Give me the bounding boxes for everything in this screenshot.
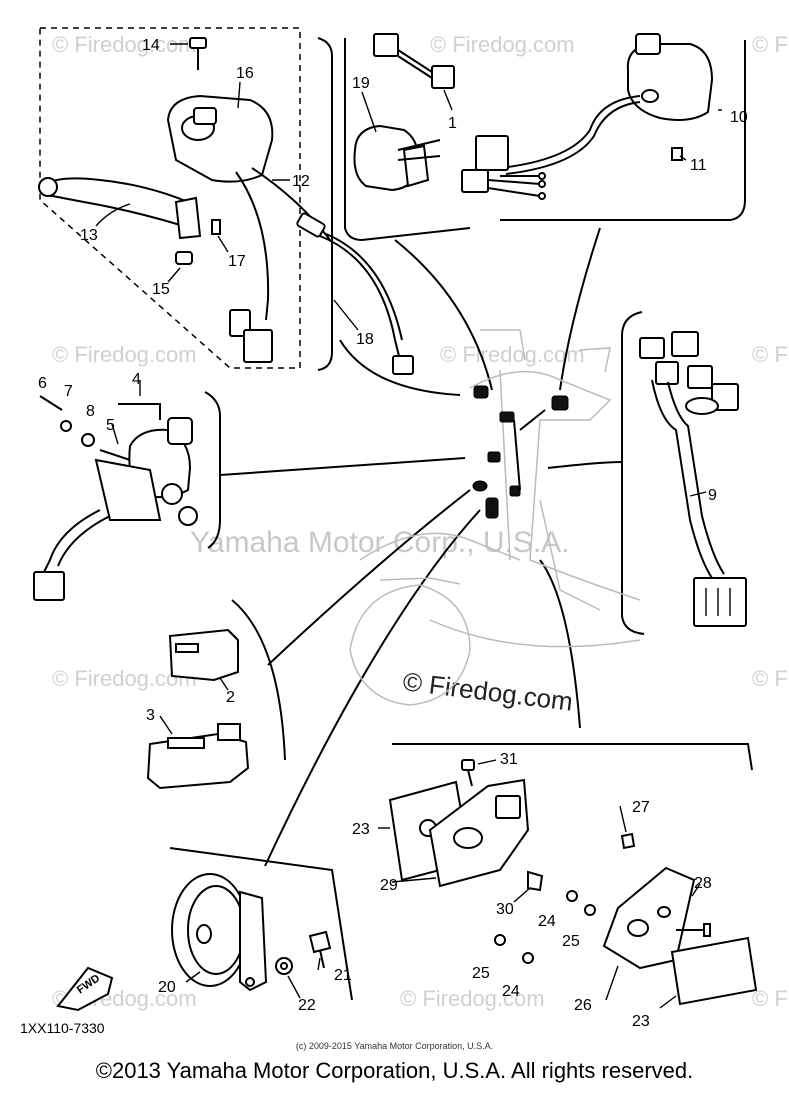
callout-1: 1 (448, 115, 457, 132)
callout-leaders (95, 43, 722, 1009)
watermark: © Firedog.com (430, 32, 575, 57)
callout-25a: 25 (562, 933, 580, 950)
leader-lines (219, 227, 623, 867)
callout-16: 16 (236, 65, 254, 82)
right-handlebar-switch (461, 33, 714, 200)
callout-26: 26 (574, 997, 592, 1014)
callout-4: 4 (132, 371, 141, 388)
callout-20: 20 (158, 979, 176, 996)
watermark: © Firedog.com (752, 666, 789, 691)
scooter-outline (349, 329, 641, 706)
callout-17: 17 (228, 253, 246, 270)
callout-29: 29 (380, 877, 398, 894)
callout-28: 28 (694, 875, 712, 892)
callout-6: 6 (38, 375, 47, 392)
callout-3: 3 (146, 707, 155, 724)
callout-numbers: 14 16 12 13 17 15 18 19 1 10 11 4 6 7 8 … (38, 37, 748, 1030)
watermark: © Firedog.com (752, 342, 789, 367)
watermark: © Firedog.com (440, 342, 585, 367)
wire-lead (296, 212, 414, 375)
fwd-arrow: FWD (56, 966, 114, 1012)
footer-copyright: ©2013 Yamaha Motor Corporation, U.S.A. A… (95, 1058, 694, 1083)
flasher-relay (168, 628, 239, 682)
callout-8: 8 (86, 403, 95, 420)
control-unit (146, 723, 250, 790)
callout-14: 14 (142, 37, 160, 54)
callout-18: 18 (356, 331, 374, 348)
diagram-code: 1XX110-7330 (20, 1020, 105, 1036)
callout-27: 27 (632, 799, 650, 816)
callout-7: 7 (64, 383, 73, 400)
watermark: © Firedog.com (52, 342, 197, 367)
callout-5: 5 (106, 417, 115, 434)
callout-10: 10 (730, 109, 748, 126)
callout-12: 12 (292, 173, 310, 190)
watermark: © Firedog.com (400, 986, 545, 1011)
callout-23b: 23 (632, 1013, 650, 1030)
main-switch (33, 395, 198, 601)
callout-21: 21 (334, 967, 352, 984)
callout-15: 15 (152, 281, 170, 298)
callout-22: 22 (298, 997, 316, 1014)
callout-2: 2 (226, 689, 235, 706)
watermark-dark: © Firedog.com (401, 666, 574, 717)
callout-25b: 25 (472, 965, 490, 982)
watermark-center: Yamaha Motor Corp., U.S.A. (190, 526, 570, 559)
vehicle-connectors (472, 385, 569, 519)
callout-13: 13 (80, 227, 98, 244)
rear-light (388, 759, 544, 892)
relay (353, 124, 441, 192)
license-light (494, 832, 758, 1006)
wire-harness (639, 331, 747, 627)
small-copyright: (c) 2009-2015 Yamaha Motor Corporation, … (295, 1041, 494, 1051)
left-handlebar-switch (38, 37, 331, 363)
callout-31: 31 (500, 751, 518, 768)
connector-plug (373, 33, 455, 89)
callout-11: 11 (690, 157, 707, 174)
watermark: © Firedog.com (752, 32, 789, 57)
horn (171, 873, 332, 992)
callout-23a: 23 (352, 821, 370, 838)
callout-24a: 24 (538, 913, 556, 930)
group-dividers (39, 27, 753, 1001)
callout-19: 19 (352, 75, 370, 92)
callout-9: 9 (708, 487, 717, 504)
callout-24b: 24 (502, 983, 520, 1000)
callout-30: 30 (496, 901, 514, 918)
watermark: © Firedog.com (752, 986, 789, 1011)
